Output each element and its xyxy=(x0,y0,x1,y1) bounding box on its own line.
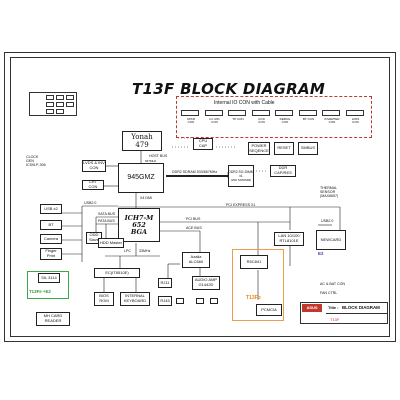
lvds-inverter-connector: LVDS & INV CON xyxy=(82,160,106,172)
cpu-name: Yonah xyxy=(131,133,153,141)
io-connector-box xyxy=(345,110,364,116)
battery-cell xyxy=(56,95,64,100)
io-connector-label: LVDS CON xyxy=(351,117,360,125)
azalia-codec-block: Azalia ALC660 xyxy=(182,252,210,268)
cpu-block: Yonah 479 xyxy=(122,131,162,151)
smbus-block: SMBUS xyxy=(298,142,318,155)
io-connector-box xyxy=(275,110,293,116)
audio-amp-block: AUDIO AMP G1442D xyxy=(192,276,220,290)
southbridge-block: ICH7-M 652 BGA xyxy=(118,208,160,242)
clock-gen-label: CLOCK GEN ICS9LP-306 xyxy=(26,155,46,167)
usb20-x1-label: USB2.0 xyxy=(321,219,334,223)
battery-cell xyxy=(46,109,54,114)
southbridge-package: 652 xyxy=(132,220,146,229)
title-block-label: Title : xyxy=(328,305,339,310)
outer-border xyxy=(4,52,396,342)
thermal-sensor-label: THERMAL SENSOR (MAX6657) xyxy=(320,186,339,198)
title-block-title: BLOCK DIAGRAM xyxy=(342,305,380,310)
io-connector-label: BT CON xyxy=(302,117,315,121)
io-connector-label: SPKR CON xyxy=(186,117,196,125)
ec-block: EC(IT8510E) xyxy=(94,268,140,278)
ddr-bus-label: DDR2 SDRAM 533/667MHz xyxy=(172,170,218,174)
io-connector-box xyxy=(298,110,317,116)
lpc-bus-label: LPC xyxy=(124,249,131,253)
reset-block: RESET xyxy=(274,142,294,155)
battery-cell xyxy=(56,102,64,107)
ace-bus-label: ACE BUS xyxy=(186,226,202,230)
cpu-socket: 479 xyxy=(135,141,149,149)
lpc-speed-label: 33MHz xyxy=(139,249,151,253)
northbridge-block: 945GMZ xyxy=(118,163,164,193)
host-bus-label: HOST BUS xyxy=(149,154,168,158)
page-title: T13F BLOCK DIAGRAM xyxy=(132,80,326,98)
internal-io-group xyxy=(176,96,372,138)
bios-rom-block: BIOS ROM xyxy=(94,292,114,306)
io-connector-label: TP CON xyxy=(232,117,244,121)
sata-bus-label: SATA BUS xyxy=(98,212,116,216)
io-connector-box xyxy=(228,110,246,116)
card-reader-block: MH CARD READER xyxy=(36,312,70,326)
t13fp-variant-group xyxy=(232,249,284,321)
ddr-caps-block: DDR CAP/RES xyxy=(270,165,296,177)
finger-print-block: Finger Print xyxy=(40,248,62,260)
southbridge-type: BGA xyxy=(130,227,148,236)
northbridge-name: 945GMZ xyxy=(127,174,155,181)
io-connector-label: Int. MIC CON xyxy=(209,117,220,125)
pcmcia-block: PCMCIA xyxy=(256,304,282,316)
title-block-model: T13F xyxy=(330,317,340,322)
t13fe-variant-label: T13Fe +E2 xyxy=(29,289,51,294)
io-connector-box xyxy=(204,110,223,116)
io-connector-label: DEBUG CON xyxy=(279,117,291,125)
company-logo: ASUS xyxy=(302,304,322,312)
ddr2-detail: (200 SODIMM) xyxy=(230,177,252,182)
io-connector-box xyxy=(322,110,340,116)
camera-block: Camera xyxy=(40,234,62,244)
host-bus-detail: 667MHz xyxy=(145,159,157,163)
rj11-block: RJ11 xyxy=(158,278,172,288)
newcard-block: NEWCARD xyxy=(316,230,346,250)
io-connector-label: CCD CON xyxy=(258,117,265,125)
battery-cell xyxy=(46,102,54,107)
usb-x2-block: USB x2 xyxy=(40,204,62,214)
cpu-cap-block: CPU CAP xyxy=(193,138,213,150)
e2-label: E2 xyxy=(318,251,324,256)
internal-keyboard-block: INTERNAL KEYBOARD xyxy=(120,292,150,306)
fan-control-label: FAN CTRL xyxy=(320,291,338,295)
dmi-label: X4 DMI xyxy=(140,196,152,200)
lan-block: LAN 10/100 RTL8101E xyxy=(274,232,304,246)
title-block-divider xyxy=(326,313,388,314)
bt-block: BT xyxy=(40,220,62,230)
crt-connector: CRT CON xyxy=(82,180,104,190)
ddr2-name: DDR2 SO-DIMM x1 xyxy=(228,169,254,178)
pci-express-label: PCI EXPRESS X1 xyxy=(226,203,256,207)
io-connector-box xyxy=(181,110,199,116)
io-connector-label: INVERTER CON xyxy=(324,117,340,125)
battery-cell xyxy=(66,95,74,100)
southbridge-name: ICH7-M xyxy=(124,213,154,222)
rj45-block: RJ45 xyxy=(158,296,172,306)
connector-stub xyxy=(196,298,204,304)
power-sequence-block: POWER SEQENCE xyxy=(248,142,270,155)
connector-stub xyxy=(176,298,184,304)
pata-bus-label: PATA BUS xyxy=(98,219,115,223)
usb20-label: USB2.0 xyxy=(84,201,97,205)
ddr2-sodimm-block: DDR2 SO-DIMM x1 (200 SODIMM) xyxy=(228,165,254,187)
battery-cell xyxy=(56,109,64,114)
ricoh-controller-block: R5C841 xyxy=(240,255,268,269)
battery-cell xyxy=(66,102,74,107)
sil3114-block: SIL 3114 xyxy=(38,273,60,283)
connector-stub xyxy=(210,298,218,304)
ac-bat-connector-label: AC & BAT CON xyxy=(320,282,346,286)
battery-cell xyxy=(46,95,54,100)
inner-border xyxy=(10,57,390,337)
io-connector-box xyxy=(251,110,270,116)
pci-bus-label: PCI BUS xyxy=(186,217,201,221)
internal-io-title: Internal IO CON with Cable xyxy=(214,100,275,106)
t13fp-variant-label: T13Fp xyxy=(246,295,261,301)
hdd-block: HDD Master xyxy=(98,238,124,248)
e2-variant-group xyxy=(27,271,69,299)
